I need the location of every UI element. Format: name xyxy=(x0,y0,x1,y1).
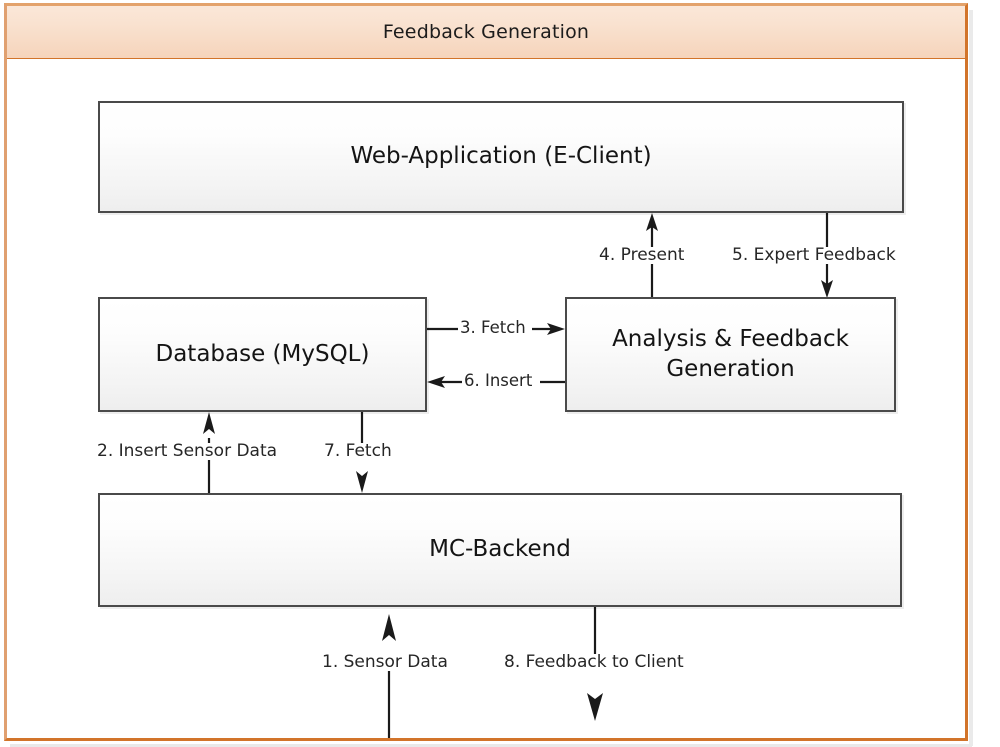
diagram-canvas: Web-Application (E-Client) Database (MyS… xyxy=(7,59,965,738)
diagram-panel: Feedback Generation xyxy=(4,3,968,741)
edge-label-4-present: 4. Present xyxy=(597,245,687,265)
edge-label-5-expert-feedback: 5. Expert Feedback xyxy=(730,245,898,265)
edge-label-8-feedback-to-client: 8. Feedback to Client xyxy=(502,652,686,672)
node-database-label: Database (MySQL) xyxy=(155,340,370,367)
node-database[interactable]: Database (MySQL) xyxy=(98,297,427,412)
edge-label-2-insert-sensor-data: 2. Insert Sensor Data xyxy=(95,441,280,461)
panel-titlebar: Feedback Generation xyxy=(7,6,965,59)
panel-shadow-bottom xyxy=(10,744,972,747)
node-analysis-feedback-generation-label: Analysis & Feedback Generation xyxy=(612,326,849,382)
node-mc-backend[interactable]: MC-Backend xyxy=(98,493,902,607)
node-web-application[interactable]: Web-Application (E-Client) xyxy=(98,101,904,213)
node-analysis-feedback-generation[interactable]: Analysis & Feedback Generation xyxy=(565,297,896,412)
edge-label-1-sensor-data: 1. Sensor Data xyxy=(320,652,450,672)
page-title: Feedback Generation xyxy=(382,21,590,43)
panel-shadow-right xyxy=(969,10,973,746)
node-web-application-label: Web-Application (E-Client) xyxy=(350,143,652,170)
edge-label-6-insert: 6. Insert xyxy=(462,371,535,390)
edge-1-sensor-data xyxy=(382,614,396,738)
edge-label-7-fetch: 7. Fetch xyxy=(322,441,394,461)
node-mc-backend-label: MC-Backend xyxy=(429,536,571,563)
edge-label-3-fetch: 3. Fetch xyxy=(458,318,528,337)
